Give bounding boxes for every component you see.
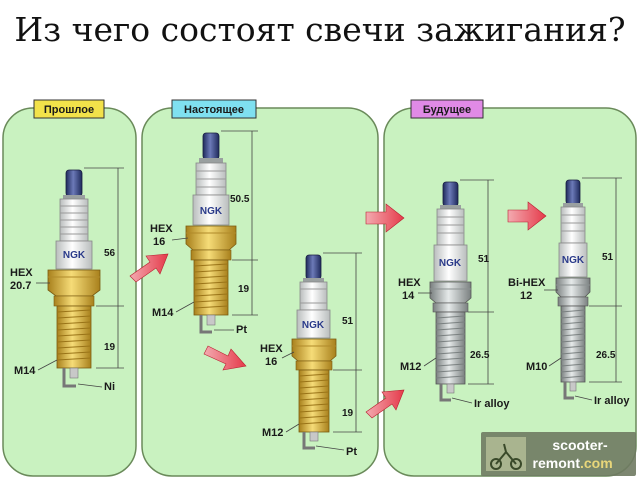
plug-future-b-hex-value: 12 bbox=[520, 290, 532, 302]
arrow-icon bbox=[203, 345, 247, 371]
plug-future-a-hex-label: HEX bbox=[398, 277, 421, 289]
spark-plug-present-a: NGK 50.5 19 HEX 16 M14 Pt bbox=[150, 130, 258, 336]
plug-present-a-hex-label: HEX bbox=[150, 223, 173, 235]
plug-future-a-hex-value: 14 bbox=[402, 290, 415, 302]
spark-plug-present-b: NGK 51 19 HEX 16 M12 Pt bbox=[260, 252, 362, 458]
scooter-icon bbox=[490, 458, 502, 470]
tab-past-label: Прошлое bbox=[44, 104, 94, 116]
plug-present-b-hex-label: HEX bbox=[260, 343, 283, 355]
watermark-line2a: remont bbox=[533, 455, 581, 471]
plug-future-a-brand: NGK bbox=[439, 258, 462, 269]
plug-future-b-hex-label: Bi-HEX bbox=[508, 277, 546, 289]
watermark-line1: scooter- bbox=[552, 437, 608, 453]
plug-future-b-electrode: Ir alloy bbox=[594, 395, 630, 407]
arrow-icon bbox=[365, 203, 405, 233]
arrow-icon bbox=[365, 389, 405, 419]
watermark-line2b: .com bbox=[580, 455, 613, 471]
plug-future-b-dim-top: 51 bbox=[602, 252, 614, 263]
plug-present-b-dim-top: 51 bbox=[342, 316, 354, 327]
plug-present-a-electrode: Pt bbox=[236, 324, 247, 336]
arrow-icon bbox=[507, 201, 547, 231]
plug-past-hex-value: 20.7 bbox=[10, 280, 31, 292]
plug-present-b-hex-value: 16 bbox=[265, 356, 277, 368]
plug-present-a-brand: NGK bbox=[200, 206, 223, 217]
page-title: Из чего состоят свечи зажигания? bbox=[14, 10, 626, 49]
plug-past-hex-label: HEX bbox=[10, 267, 33, 279]
spark-plug-future-b: NGK 51 26.5 Bi-HEX 12 M10 Ir alloy bbox=[508, 177, 630, 407]
tab-present: Настоящее bbox=[171, 99, 257, 119]
plug-future-b-thread: M10 bbox=[526, 361, 547, 373]
plug-past-dim-bottom: 19 bbox=[104, 342, 116, 353]
watermark-logo: scooter- remont .com bbox=[481, 432, 636, 476]
plug-past-electrode: Ni bbox=[104, 381, 115, 393]
plug-future-a-dim-bottom: 26.5 bbox=[470, 350, 490, 361]
plug-future-a-thread: M12 bbox=[400, 361, 421, 373]
plug-past-thread: M14 bbox=[14, 365, 36, 377]
tab-past: Прошлое bbox=[33, 99, 105, 119]
plug-past-dim-top: 56 bbox=[104, 248, 116, 259]
plug-future-a-dim-top: 51 bbox=[478, 254, 490, 265]
plug-future-a-electrode: Ir alloy bbox=[474, 398, 510, 410]
plug-present-b-thread: M12 bbox=[262, 427, 283, 439]
plug-present-b-dim-bottom: 19 bbox=[342, 408, 354, 419]
plug-present-a-hex-value: 16 bbox=[153, 236, 165, 248]
plug-present-b-brand: NGK bbox=[302, 320, 325, 331]
panel-present bbox=[141, 107, 379, 477]
plug-future-b-dim-bottom: 26.5 bbox=[596, 350, 616, 361]
plug-past-brand: NGK bbox=[63, 250, 86, 261]
spark-plug-future-a: NGK 51 26.5 HEX 14 M12 Ir alloy bbox=[398, 179, 510, 410]
tab-future: Будущее bbox=[410, 99, 484, 119]
plug-future-b-brand: NGK bbox=[562, 255, 585, 266]
spark-plug-past: NGK 56 19 HEX 20.7 M14 Ni bbox=[10, 167, 124, 393]
arrow-icon bbox=[129, 253, 169, 283]
plug-present-a-dim-top: 50.5 bbox=[230, 194, 250, 205]
tab-future-label: Будущее bbox=[423, 104, 471, 116]
plug-present-a-dim-bottom: 19 bbox=[238, 284, 250, 295]
plug-present-b-electrode: Pt bbox=[346, 446, 357, 458]
plug-present-a-thread: M14 bbox=[152, 307, 174, 319]
panel-future bbox=[383, 107, 637, 477]
tab-present-label: Настоящее bbox=[184, 104, 244, 116]
